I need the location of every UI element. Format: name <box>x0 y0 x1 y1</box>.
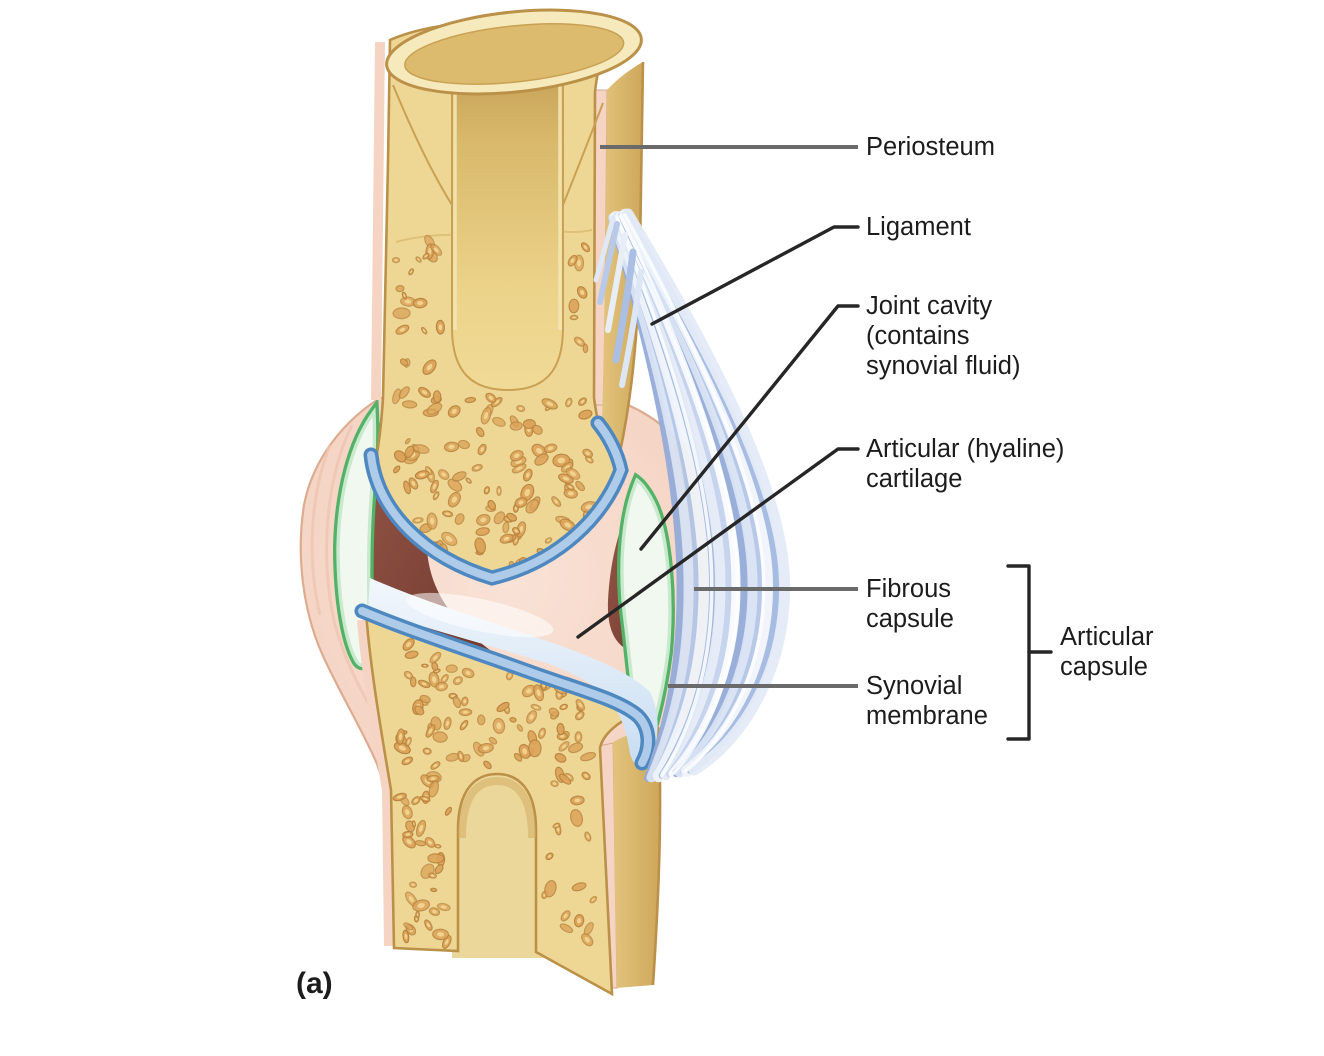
bone-rim <box>385 8 643 96</box>
periosteum-layer-upper-left <box>371 41 385 401</box>
label-periosteum: Periosteum <box>866 133 995 161</box>
label-articular-capsule-line1: Articular <box>1060 623 1154 651</box>
label-synovial-membrane-line2: membrane <box>866 702 988 730</box>
label-joint-cavity-line3: synovial fluid) <box>866 352 1020 380</box>
periosteum-layer-lower-left <box>357 619 394 947</box>
label-articular-cartilage-line1: Articular (hyaline) <box>866 435 1064 463</box>
front-wall-cut-edge-right <box>562 102 604 206</box>
leader-joint-cavity <box>639 304 860 551</box>
panel-letter: (a) <box>296 967 333 1000</box>
front-wall-cut-edge-left <box>392 84 453 206</box>
leader-ligament <box>650 225 860 326</box>
labels: Periosteum Ligament Joint cavity (contai… <box>296 133 1154 1000</box>
label-synovial-membrane-line1: Synovial <box>866 672 962 700</box>
label-joint-cavity-line2: (contains <box>866 322 969 350</box>
articular-cartilage-lower <box>354 603 656 771</box>
lower-bone <box>357 610 662 997</box>
articular-capsule-bracket <box>1006 564 1053 741</box>
label-articular-capsule-line2: capsule <box>1060 653 1148 681</box>
upper-bone <box>371 8 645 579</box>
synovial-fluid <box>368 578 658 766</box>
notch-arch-shadow <box>458 776 536 839</box>
label-joint-cavity-line1: Joint cavity <box>866 292 992 320</box>
label-articular-cartilage-line2: cartilage <box>866 465 962 493</box>
medullary-cavity <box>451 58 564 392</box>
articular-cartilage-upper <box>363 415 629 586</box>
ligament-tip-fibers <box>593 215 644 388</box>
label-fibrous-capsule-line1: Fibrous <box>866 575 951 603</box>
label-ligament: Ligament <box>866 213 971 241</box>
leader-lines <box>576 145 1053 741</box>
label-fibrous-capsule-line2: capsule <box>866 605 954 633</box>
lower-bone-outer-surface <box>613 727 661 988</box>
leader-articular-cartilage <box>576 447 860 639</box>
